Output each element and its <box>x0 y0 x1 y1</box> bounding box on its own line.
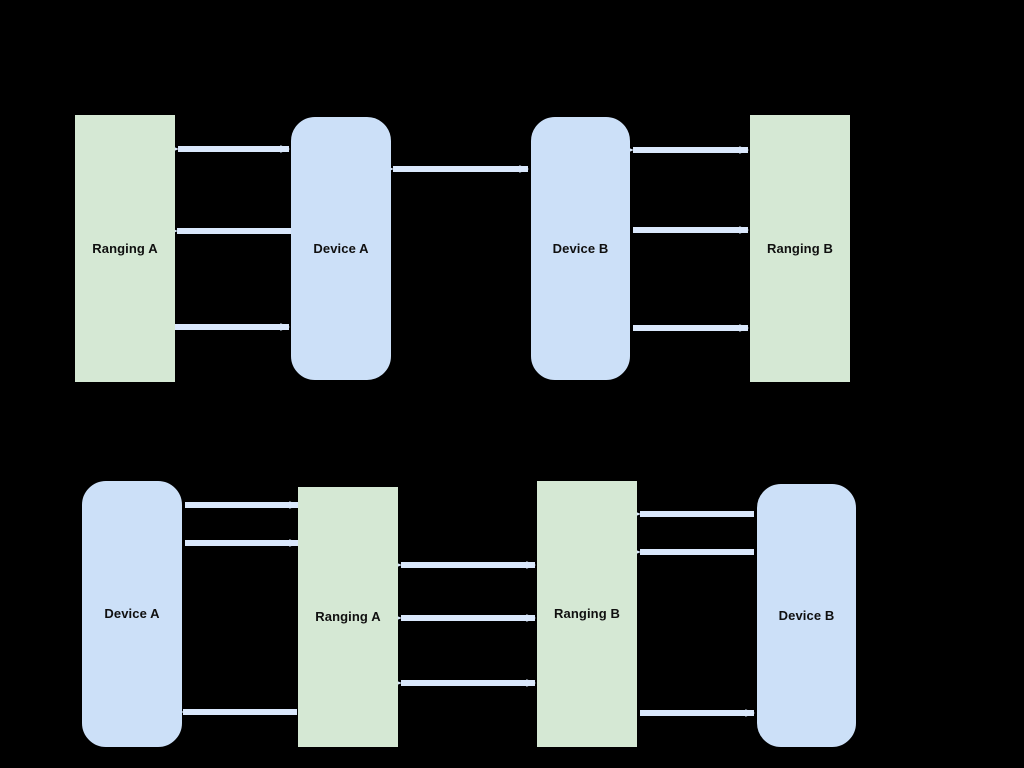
node-top-ranging-a[interactable]: Ranging A <box>75 115 175 382</box>
node-label: Ranging B <box>767 240 833 256</box>
node-label: Ranging B <box>554 606 620 622</box>
node-bot-device-a[interactable]: Device A <box>82 481 182 747</box>
node-label: Device A <box>104 606 160 622</box>
node-top-device-a[interactable]: Device A <box>291 117 391 380</box>
node-label: Device B <box>552 240 609 256</box>
node-bot-device-b[interactable]: Device B <box>757 484 856 747</box>
node-bot-ranging-a[interactable]: Ranging A <box>298 487 398 747</box>
node-label: Ranging A <box>92 240 158 256</box>
node-top-ranging-b[interactable]: Ranging B <box>750 115 850 382</box>
node-label: Ranging A <box>315 609 381 625</box>
node-label: Device B <box>778 607 835 623</box>
node-top-device-b[interactable]: Device B <box>531 117 630 380</box>
node-bot-ranging-b[interactable]: Ranging B <box>537 481 637 747</box>
node-label: Device A <box>313 240 369 256</box>
